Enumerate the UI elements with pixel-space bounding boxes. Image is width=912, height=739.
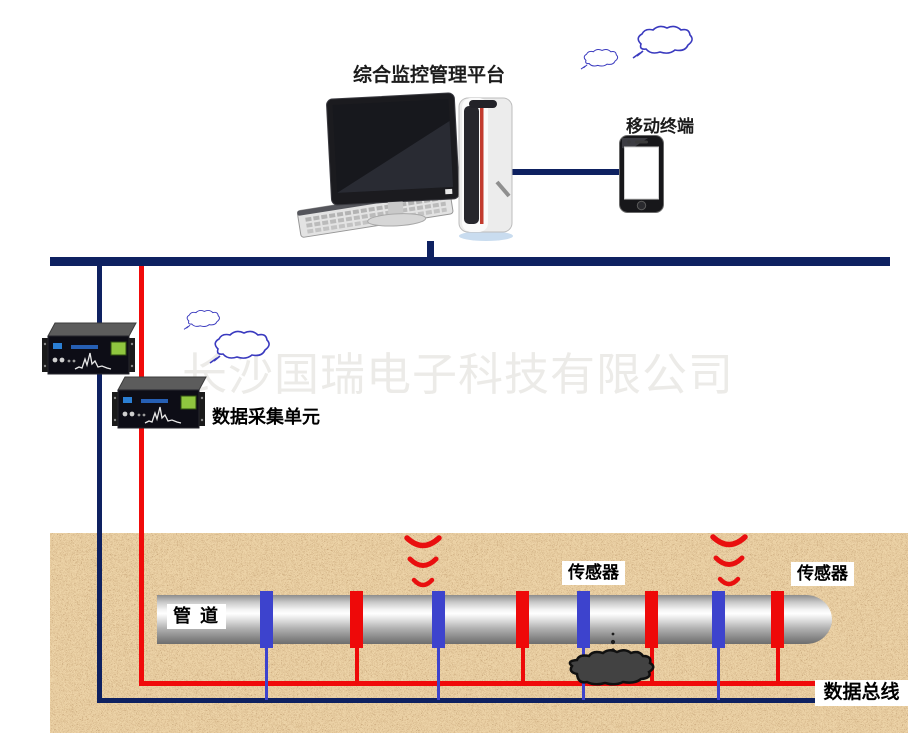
- platform-title: 综合监控管理平台: [353, 65, 506, 86]
- leak-blob-icon: [568, 632, 655, 686]
- main-bus-line: [50, 257, 890, 266]
- pipeline: [157, 595, 832, 644]
- device-screen-icon: [180, 395, 197, 410]
- red-riser-wire: [139, 262, 144, 686]
- signal-waves-icon: [710, 534, 748, 587]
- tower-icon: [458, 97, 513, 241]
- data-acquisition-unit-label: 数据采集单元: [212, 407, 320, 427]
- red-data-bus-underground: [139, 681, 839, 686]
- navy-riser-wire: [97, 266, 102, 703]
- spectrum-waveform-icon: [144, 406, 182, 424]
- data-acquisition-unit-icon: [42, 322, 137, 375]
- signal-waves-icon: [404, 535, 442, 588]
- smartphone-icon: [619, 135, 664, 213]
- desktop-computer-icon: [297, 92, 513, 241]
- wire-to-mobile: [508, 169, 623, 175]
- mobile-terminal-label: 移动终端: [626, 117, 694, 136]
- monitor-icon: [326, 92, 460, 227]
- cloud-icons-middle: [183, 309, 270, 364]
- sensor-label-right: 传感器: [791, 562, 854, 586]
- device-screen-icon: [110, 341, 127, 356]
- computer-bus-connector: [427, 241, 434, 257]
- spectrum-waveform-icon: [74, 352, 112, 370]
- cloud-icons-top: [580, 25, 693, 70]
- data-acquisition-unit-icon: [112, 376, 207, 429]
- navy-data-bus-underground: [97, 698, 860, 703]
- data-bus-label: 数据总线: [815, 680, 908, 706]
- company-watermark: 长沙国瑞电子科技有限公司: [182, 349, 735, 400]
- pipeline-label: 管 道: [167, 604, 227, 629]
- sensor-label-left: 传感器: [562, 561, 625, 585]
